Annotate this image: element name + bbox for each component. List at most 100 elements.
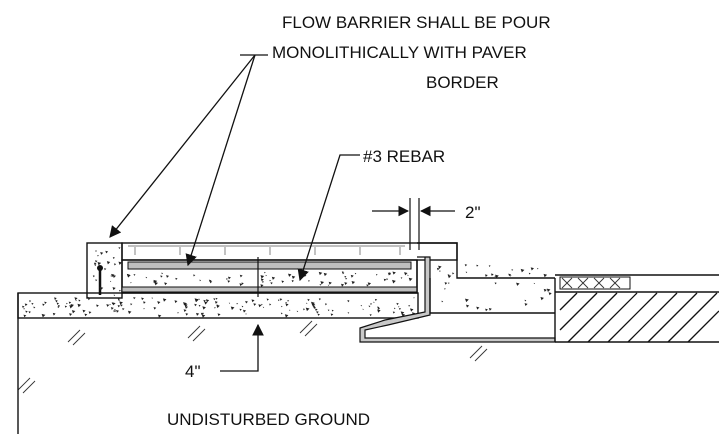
concrete-speckle — [308, 280, 310, 282]
concrete-speckle — [266, 298, 269, 301]
concrete-speckle — [318, 298, 322, 301]
concrete-speckle — [370, 303, 373, 305]
concrete-speckle — [241, 305, 244, 308]
concrete-speckle — [58, 305, 60, 308]
concrete-speckle — [216, 304, 220, 308]
concrete-speckle — [524, 303, 528, 307]
concrete-speckle — [373, 301, 375, 304]
concrete-speckle — [476, 306, 480, 310]
concrete-speckle — [104, 268, 107, 271]
concrete-speckle — [528, 272, 531, 275]
concrete-speckle — [375, 274, 378, 276]
concrete-speckle — [110, 307, 114, 310]
concrete-speckle — [253, 303, 257, 306]
concrete-speckle — [143, 308, 145, 310]
concrete-speckle — [133, 297, 136, 300]
concrete-speckle — [141, 297, 144, 301]
concrete-speckle — [465, 298, 469, 303]
concrete-speckle — [184, 305, 189, 309]
concrete-speckle — [202, 306, 206, 310]
concrete-speckle — [106, 261, 111, 265]
concrete-speckle — [485, 308, 488, 312]
concrete-speckle — [133, 273, 136, 276]
concrete-speckle — [327, 309, 330, 312]
concrete-speckle — [245, 300, 248, 304]
concrete-speckle — [543, 273, 548, 278]
concrete-speckle — [312, 305, 316, 308]
concrete-speckle — [439, 270, 441, 273]
concrete-speckle — [413, 297, 415, 299]
concrete-speckle — [143, 301, 146, 304]
concrete-speckle — [251, 299, 255, 303]
concrete-speckle — [465, 271, 468, 274]
concrete-speckle — [392, 311, 396, 314]
concrete-speckle — [69, 313, 73, 316]
concrete-speckle — [203, 299, 206, 303]
concrete-speckle — [127, 310, 132, 315]
concrete-speckle — [279, 298, 283, 301]
concrete-speckle — [330, 313, 334, 316]
concrete-speckle — [174, 300, 178, 304]
concrete-speckle — [411, 312, 416, 316]
concrete-speckle — [377, 309, 381, 313]
concrete-speckle — [269, 303, 272, 306]
concrete-speckle — [291, 279, 295, 283]
concrete-speckle — [484, 274, 488, 277]
concrete-speckle — [130, 303, 133, 306]
concrete-speckle — [82, 309, 86, 313]
flow-barrier-note-line1: FLOW BARRIER SHALL BE POUR — [282, 13, 551, 32]
concrete-speckle — [28, 311, 31, 314]
concrete-speckle — [540, 297, 544, 301]
concrete-speckle — [208, 279, 212, 283]
concrete-speckle — [313, 306, 316, 309]
concrete-speckle — [374, 298, 378, 302]
concrete-speckle — [320, 281, 325, 285]
concrete-speckle — [164, 282, 168, 286]
concrete-speckle — [119, 301, 123, 305]
concrete-speckle — [264, 271, 266, 274]
concrete-speckle — [245, 313, 247, 315]
concrete-speckle — [95, 250, 97, 252]
concrete-speckle — [116, 310, 119, 313]
concrete-speckle — [305, 307, 310, 312]
concrete-speckle — [408, 277, 413, 282]
concrete-speckle — [533, 282, 536, 285]
concrete-speckle — [111, 273, 115, 277]
concrete-speckle — [111, 302, 114, 305]
concrete-speckle — [306, 302, 308, 305]
rebar — [97, 257, 418, 297]
concrete-speckle — [239, 283, 243, 287]
clearance-dimension — [372, 198, 455, 250]
concrete-speckle — [75, 299, 77, 302]
ground-hatch-marks — [17, 320, 488, 394]
slab-thickness-label: 4" — [185, 362, 201, 381]
concrete-speckle — [488, 265, 491, 267]
concrete-speckle — [288, 273, 292, 277]
concrete-speckle — [120, 304, 123, 307]
concrete-speckle — [68, 301, 72, 304]
concrete-texture — [22, 247, 552, 318]
concrete-speckle — [281, 305, 283, 308]
concrete-speckle — [284, 314, 289, 318]
concrete-speckle — [194, 298, 199, 302]
concrete-speckle — [114, 309, 116, 311]
concrete-speckle — [84, 313, 88, 317]
concrete-speckle — [55, 300, 58, 303]
concrete-speckle — [202, 312, 205, 315]
concrete-speckle — [29, 300, 32, 303]
concrete-speckle — [344, 282, 348, 286]
flow-barrier — [86, 242, 123, 299]
concrete-speckle — [464, 264, 468, 267]
concrete-speckle — [74, 297, 78, 301]
concrete-speckle — [508, 273, 512, 277]
concrete-speckle — [236, 302, 239, 305]
concrete-speckle — [368, 305, 371, 308]
concrete-speckle — [262, 281, 265, 284]
concrete-speckle — [183, 309, 187, 313]
concrete-speckle — [490, 273, 494, 277]
concrete-speckle — [495, 274, 499, 279]
concrete-speckle — [328, 281, 332, 285]
concrete-speckle — [175, 277, 178, 281]
concrete-speckle — [367, 282, 372, 286]
concrete-speckle — [347, 312, 350, 314]
